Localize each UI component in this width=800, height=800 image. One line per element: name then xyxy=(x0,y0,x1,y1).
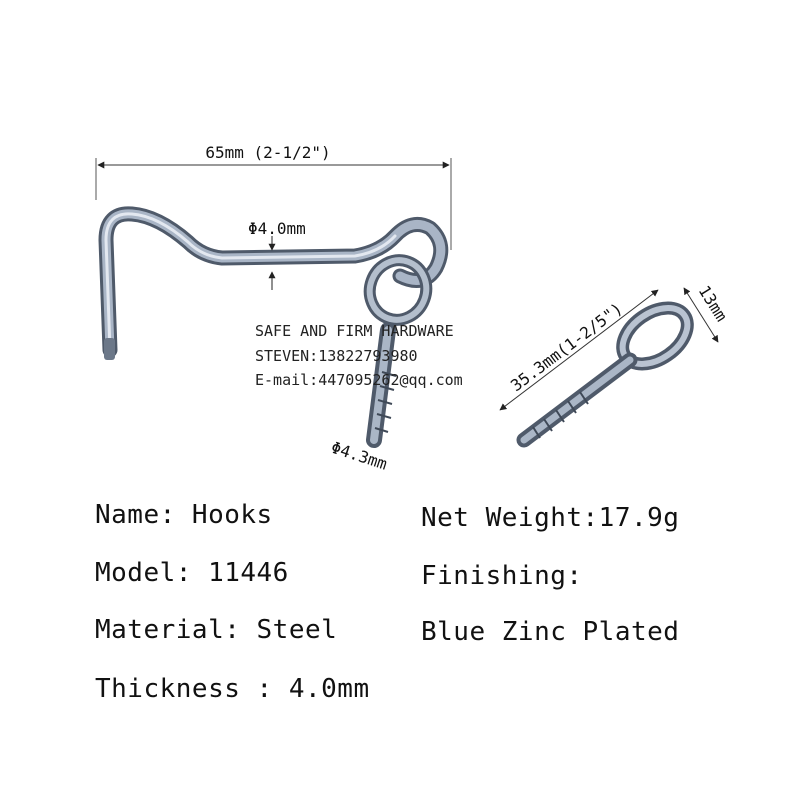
eye-screw: 35.3mm(1-2/5") 13mm xyxy=(499,282,732,448)
spec-finishing-value: Blue Zinc Plated xyxy=(421,617,680,647)
watermark-company: SAFE AND FIRM HARDWARE xyxy=(255,322,454,340)
wire-diameter-label: Φ4.0mm xyxy=(248,219,306,238)
watermark-phone: STEVEN:13822793980 xyxy=(255,347,418,365)
spec-name: Name: Hooks xyxy=(95,500,273,530)
eye-width-label: 13mm xyxy=(695,282,732,325)
hook-length-dimension: 65mm (2-1/2") xyxy=(95,143,452,250)
spec-thickness: Thickness : 4.0mm xyxy=(95,674,370,704)
spec-material: Material: Steel xyxy=(95,615,338,645)
watermark-email: E-mail:447095262@qq.com xyxy=(255,371,463,389)
spec-net-weight: Net Weight:17.9g xyxy=(421,503,680,533)
spec-model: Model: 11446 xyxy=(95,558,289,588)
spec-finishing: Finishing: xyxy=(421,561,583,591)
hook-length-label: 65mm (2-1/2") xyxy=(205,143,330,162)
gate-hook: Φ4.0mm xyxy=(98,206,449,360)
